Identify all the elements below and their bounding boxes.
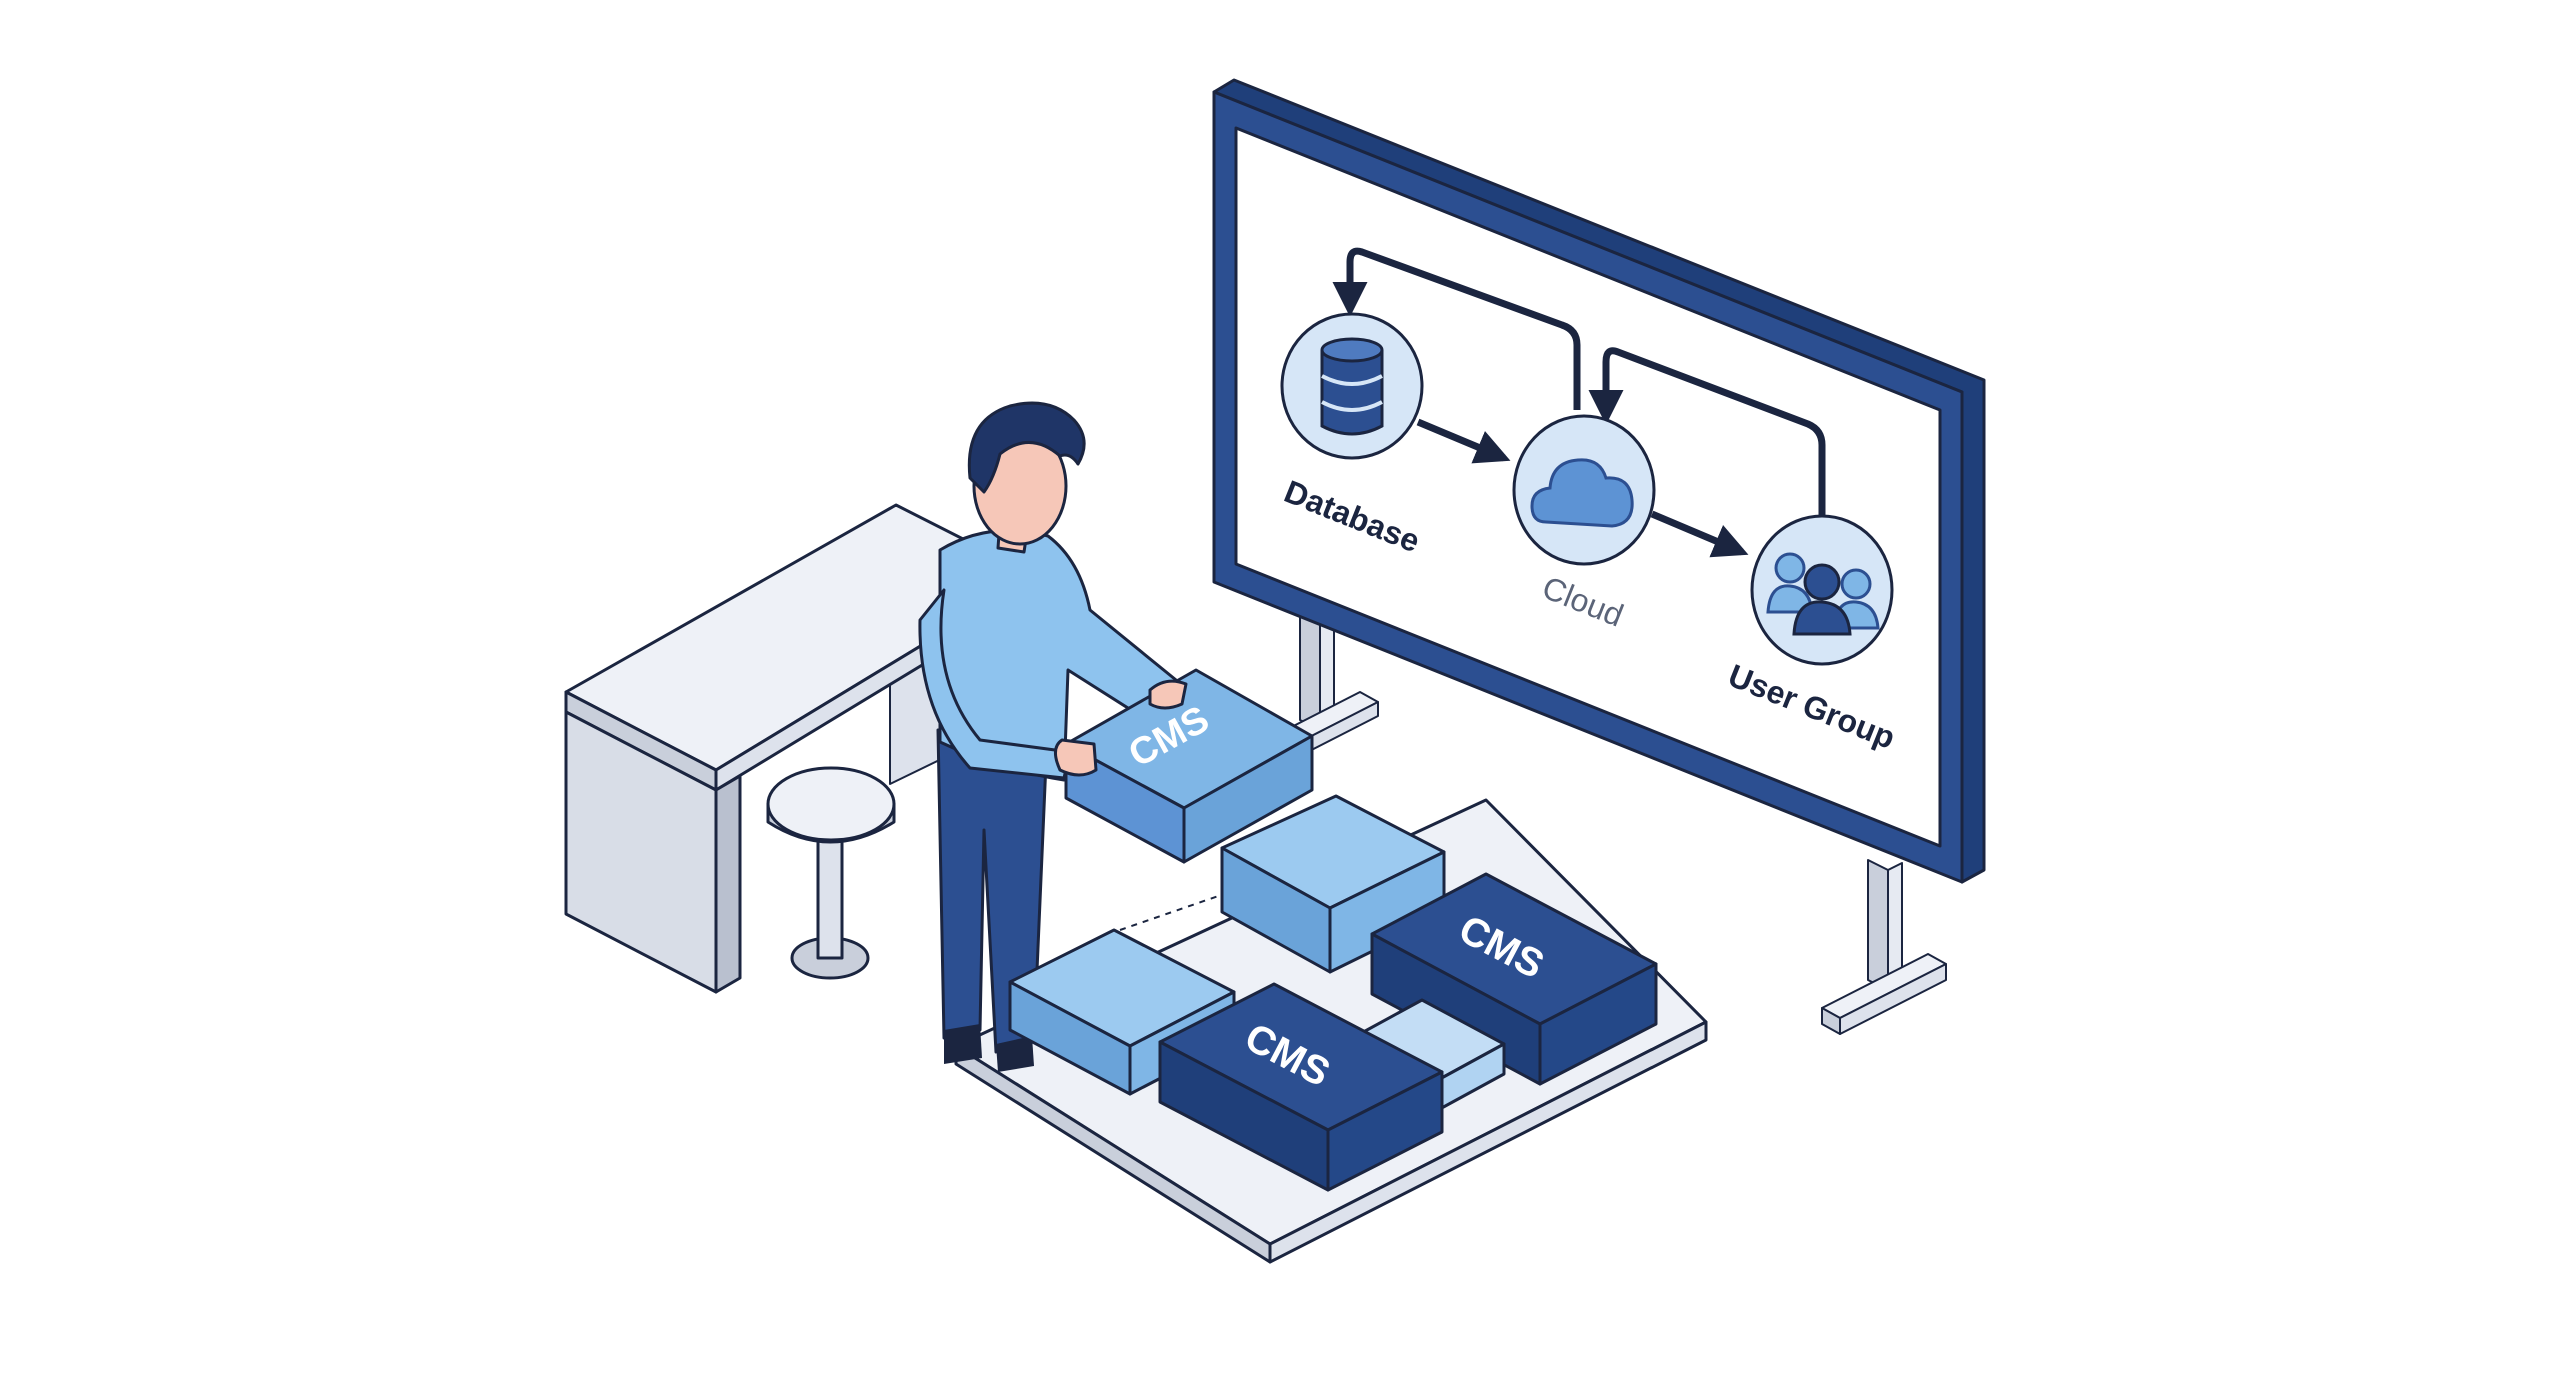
person-legs	[936, 728, 1048, 1072]
arrow-cloud-to-database	[1332, 247, 1581, 410]
cloud-icon	[1530, 458, 1634, 528]
block-cms-dark-left: CMS	[1158, 982, 1444, 1192]
right-hand	[1148, 679, 1188, 710]
stool	[766, 766, 896, 980]
monitor-stand-right	[1821, 859, 1947, 1035]
users-icon	[1766, 552, 1880, 636]
arrow-database-to-cloud	[1416, 418, 1511, 464]
block-cms-held: CMS	[1064, 668, 1314, 864]
person	[918, 401, 1178, 1072]
left-hand	[1054, 738, 1098, 777]
database-icon	[1320, 337, 1384, 436]
arrow-cloud-to-usergroup	[1650, 510, 1749, 558]
arrow-usergroup-to-cloud	[1588, 347, 1826, 520]
person-hair	[967, 401, 1086, 494]
person-hands	[1054, 679, 1188, 777]
